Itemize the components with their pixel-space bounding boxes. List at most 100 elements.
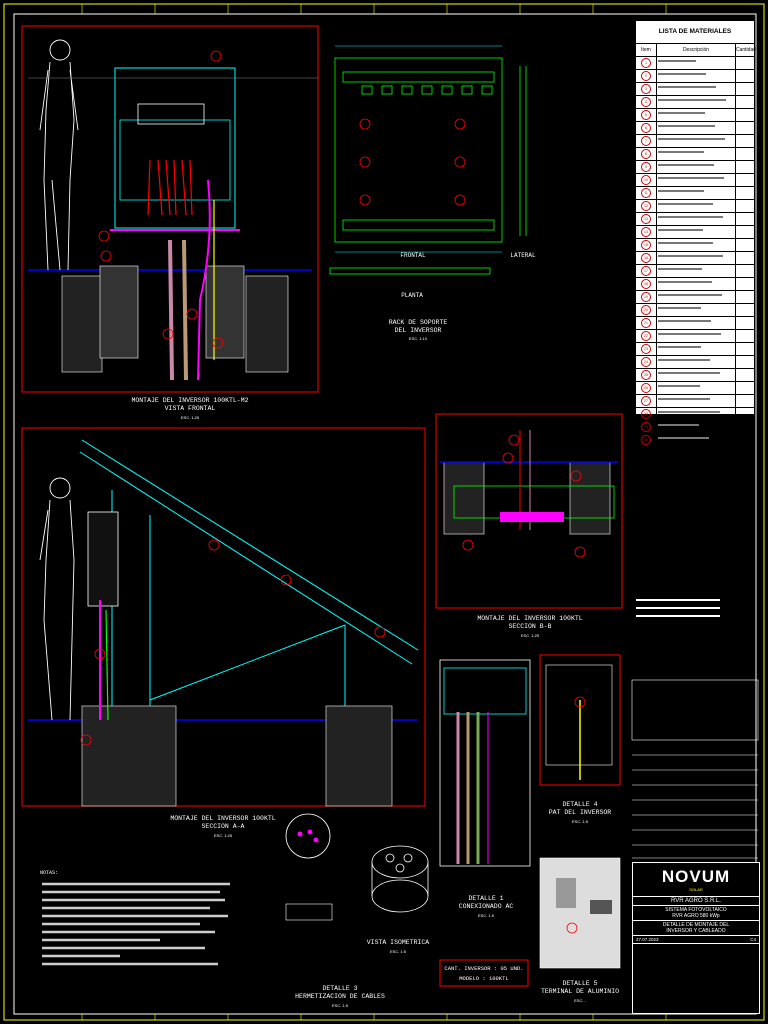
description-cell (657, 187, 736, 199)
detail3-title: DETALLE 3 (322, 985, 357, 992)
quantity-cell (736, 395, 754, 407)
item-number: 26 (641, 383, 651, 393)
table-row: 23 (636, 343, 754, 356)
item-cell: 4 (636, 96, 657, 108)
item-cell: 8 (636, 148, 657, 160)
item-number: 28 (641, 409, 651, 419)
table-row: 22 (636, 330, 754, 343)
item-cell: 7 (636, 135, 657, 147)
item-cell: 25 (636, 369, 657, 381)
quantity-cell (736, 57, 754, 69)
drawing-line1: DETALLE DE MONTAJE DEL (662, 922, 730, 928)
quantity-cell (736, 252, 754, 264)
description-text-placeholder (658, 242, 713, 244)
support-rack-lateral (519, 66, 527, 236)
table-row: 26 (636, 382, 754, 395)
item-cell: 11 (636, 187, 657, 199)
frontal-label: FRONTAL (400, 252, 426, 259)
quantity-cell (736, 83, 754, 95)
references-block (636, 599, 720, 617)
quantity-cell (736, 70, 754, 82)
description-text-placeholder (658, 372, 721, 374)
item-number: 25 (641, 370, 651, 380)
person-figure-section (39, 477, 75, 721)
description-cell (657, 356, 736, 368)
description-cell (657, 434, 736, 446)
description-cell (657, 343, 736, 355)
table-row: 20 (636, 304, 754, 317)
quantity-cell (736, 122, 754, 134)
drawing-date: 27.07.2023 (636, 937, 659, 942)
description-text-placeholder (658, 424, 700, 426)
iso-scale: ESC. 1:5 (390, 949, 407, 954)
description-cell (657, 317, 736, 329)
item-cell: 27 (636, 395, 657, 407)
description-text-placeholder (658, 138, 725, 140)
quantity-line1: CANT. INVERSOR : 05 UND. (444, 965, 523, 972)
quantity-cell (736, 343, 754, 355)
detail1-subtitle: CONEXIONADO AC (459, 903, 514, 910)
item-number: 29 (641, 422, 651, 432)
front-view-subtitle: VISTA FRONTAL (165, 405, 216, 412)
table-row: 27 (636, 395, 754, 408)
table-row: 10 (636, 174, 754, 187)
quantity-cell (736, 200, 754, 212)
table-row: 11 (636, 187, 754, 200)
quantity-cell (736, 161, 754, 173)
notes-title: NOTAS: (40, 870, 58, 876)
project-line2: RVR AGRO 580 kWp (672, 913, 720, 919)
description-cell (657, 265, 736, 277)
table-row: 3 (636, 83, 754, 96)
quantity-cell (736, 382, 754, 394)
table-row: 14 (636, 226, 754, 239)
description-cell (657, 252, 736, 264)
table-row: 4 (636, 96, 754, 109)
item-number: 5 (641, 110, 651, 120)
description-cell (657, 174, 736, 186)
lateral-label: LATERAL (510, 252, 536, 259)
description-cell (657, 330, 736, 342)
table-row: 18 (636, 278, 754, 291)
description-cell (657, 96, 736, 108)
item-number: 6 (641, 123, 651, 133)
detail4-frame (539, 654, 621, 786)
iso-title: VISTA ISOMETRICA (367, 939, 430, 946)
item-number: 9 (641, 162, 651, 172)
client-name: RVR AGRO S.R.L. (633, 897, 759, 906)
quantity-cell (736, 291, 754, 303)
item-number: 4 (641, 97, 651, 107)
section-b-subtitle: SECCION B-B (509, 623, 552, 630)
detail5-subtitle: TERMINAL DE ALUMINIO (541, 988, 619, 995)
description-text-placeholder (658, 346, 701, 348)
drawing-line2: INVERSOR Y CABLEADO (666, 928, 726, 934)
item-cell: 20 (636, 304, 657, 316)
item-number: 8 (641, 149, 651, 159)
quantity-cell (736, 239, 754, 251)
description-cell (657, 213, 736, 225)
item-cell: 12 (636, 200, 657, 212)
item-number: 2 (641, 71, 651, 81)
detail4-scale: ESC. 1:5 (572, 819, 589, 824)
quantity-cell (736, 356, 754, 368)
title-block: NOVUM SOLAR RVR AGRO S.R.L. SISTEMA FOTO… (632, 862, 760, 1014)
description-text-placeholder (658, 125, 715, 127)
item-number: 15 (641, 240, 651, 250)
description-text-placeholder (658, 190, 704, 192)
item-number: 27 (641, 396, 651, 406)
table-row: 29 (636, 421, 754, 434)
table-row: 15 (636, 239, 754, 252)
description-text-placeholder (658, 385, 700, 387)
table-row: 8 (636, 148, 754, 161)
section-a-scale: ESC. 1:25 (214, 833, 233, 838)
item-number: 16 (641, 253, 651, 263)
item-cell: 14 (636, 226, 657, 238)
quantity-cell (736, 265, 754, 277)
item-cell: 30 (636, 434, 657, 446)
table-row: 6 (636, 122, 754, 135)
section-b-title: MONTAJE DEL INVERSOR 100KTL (477, 615, 582, 622)
front-view-title: MONTAJE DEL INVERSOR 100KTL-M2 (131, 397, 248, 404)
section-a-frame (21, 427, 426, 807)
quantity-cell (736, 421, 754, 433)
item-cell: 1 (636, 57, 657, 69)
